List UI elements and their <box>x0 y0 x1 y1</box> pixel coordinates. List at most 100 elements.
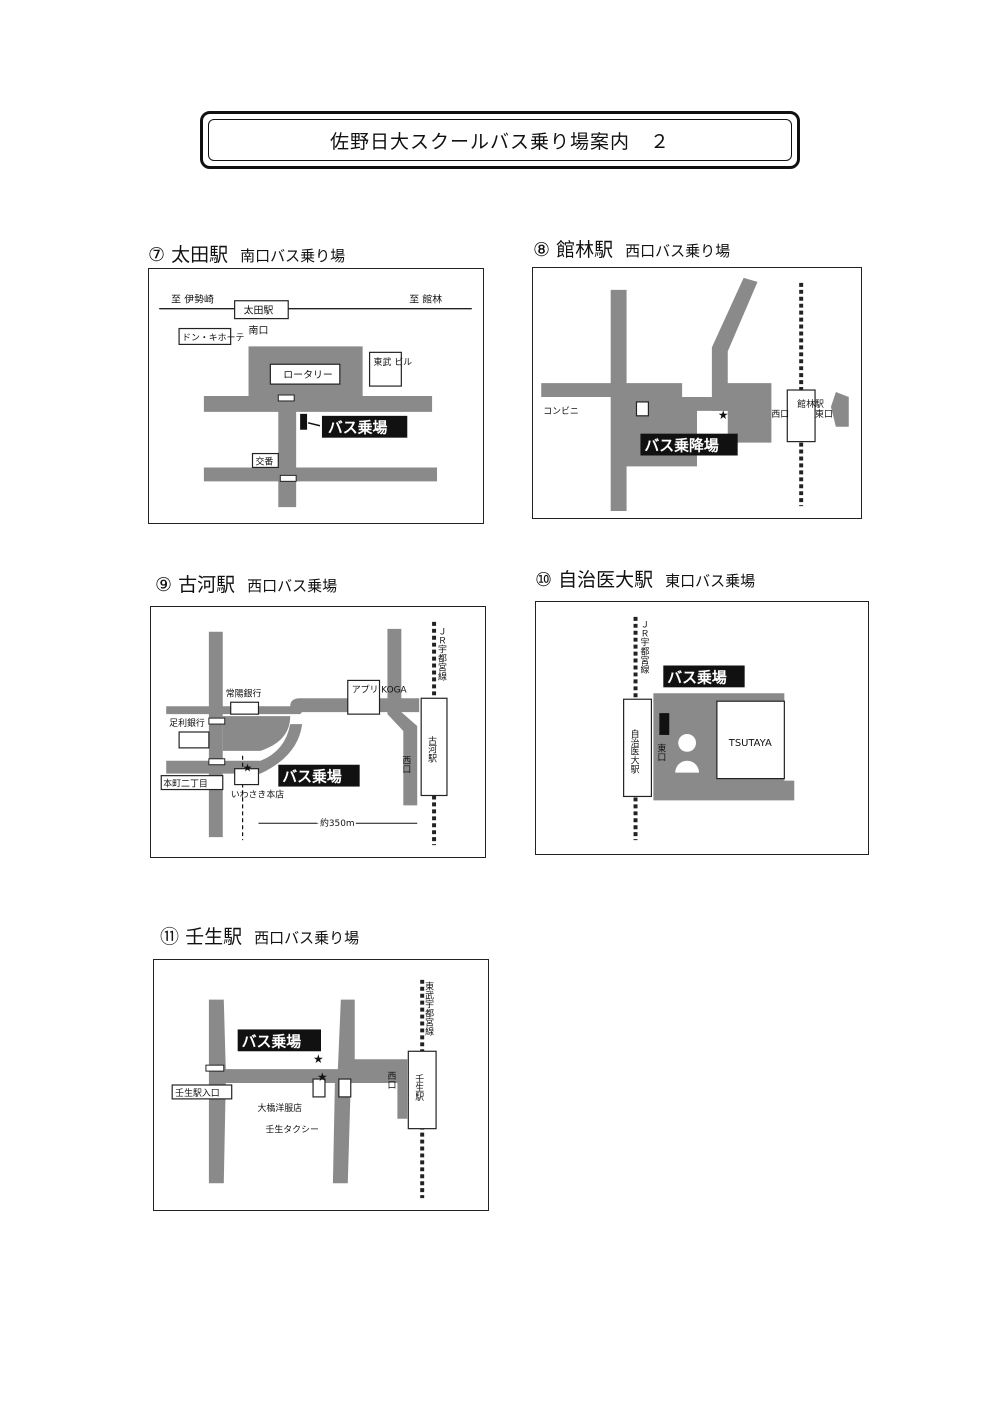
station-box <box>786 389 816 443</box>
bus-label: バス乗降場 <box>644 437 718 455</box>
section-heading-jichi: ⑩ 自治医大駅 東口バス乗場 <box>535 565 755 592</box>
stop-name: 東口バス乗場 <box>665 572 756 590</box>
label-station: 壬生駅 <box>413 1074 423 1102</box>
bus-label: バス乗場 <box>667 668 727 686</box>
map-tatebayashi-drawing: 館林駅 西口 東口 コンビニ ★ バス乗降場 <box>541 277 849 512</box>
signal-icon <box>208 758 226 766</box>
map-jichi-drawing: ＪＲ宇都宮線 自治医大駅 東口 TSUTAYA バス乗場 <box>623 616 795 841</box>
stop-name: 西口バス乗り場 <box>625 242 731 260</box>
label-ohashi: 大橋洋服店 <box>258 1102 303 1114</box>
label-station: 自治医大駅 <box>629 728 639 775</box>
bus-label-bg <box>640 433 738 456</box>
roads <box>203 346 438 508</box>
label-police: 交番 <box>255 455 273 467</box>
bus-label-bg <box>321 415 408 438</box>
label-iwasaki: いわさき本店 <box>231 788 285 800</box>
map-koga-drawing: ＪＲ宇都宮線 古河駅 西口 常陽銀行 足利銀行 アプリ KOGA 本町二丁目 い… <box>160 621 448 846</box>
section-number: ⑪ <box>160 926 180 948</box>
bus-label: バス乗場 <box>242 1032 302 1050</box>
tsutaya-box <box>716 700 785 780</box>
bus-stop-marker <box>659 713 670 735</box>
roads <box>208 999 408 1184</box>
entrance-box <box>171 1084 233 1100</box>
label-west-exit: 西口 <box>400 756 410 774</box>
star-icon: ★ <box>243 762 253 775</box>
map-ota: 至 伊勢崎 至 館林 太田駅 南口 ドン・キホーテ ロータリー 東武 ビル バス… <box>148 268 484 524</box>
label-station: 古河駅 <box>426 735 436 764</box>
label-entrance: 壬生駅入口 <box>175 1087 220 1099</box>
station-name: 太田駅 <box>171 244 229 266</box>
station-name: 古河駅 <box>178 574 236 596</box>
station-box <box>420 697 448 797</box>
label-rail: ＪＲ宇都宮線 <box>638 620 648 674</box>
map-ota-drawing: 至 伊勢崎 至 館林 太田駅 南口 ドン・キホーテ ロータリー 東武 ビル バス… <box>159 293 472 508</box>
label-south-exit: 南口 <box>249 323 269 336</box>
roads <box>711 277 772 443</box>
stop-name: 西口バス乗場 <box>247 577 338 595</box>
roads <box>387 628 418 806</box>
police-box <box>251 452 279 469</box>
title-frame: 佐野日大スクールバス乗り場案内 ２ <box>200 111 800 169</box>
station-name: 館林駅 <box>556 239 614 261</box>
section-heading-koga: ⑨ 古河駅 西口バス乗場 <box>155 570 337 597</box>
roundabout <box>678 733 697 752</box>
label-appri: アプリ KOGA <box>352 684 408 695</box>
section-number: ⑩ <box>535 569 553 591</box>
label-to-tatebayashi: 至 館林 <box>409 293 442 306</box>
bus-label: バス乗場 <box>328 419 388 437</box>
signal-icon <box>279 474 297 482</box>
map-koga: ＪＲ宇都宮線 古河駅 西口 常陽銀行 足利銀行 アプリ KOGA 本町二丁目 い… <box>150 606 486 858</box>
iwasaki-box <box>234 768 260 786</box>
tobu-building <box>368 351 402 387</box>
label-east-exit: 東口 <box>815 408 833 420</box>
rotary-box <box>269 363 341 385</box>
label-joyo: 常陽銀行 <box>226 687 262 699</box>
label-taxi: 壬生タクシー <box>265 1124 318 1136</box>
section-heading-ota: ⑦ 太田駅 南口バス乗り場 <box>148 240 345 267</box>
ashikaga-box <box>178 731 210 749</box>
map-mibu-drawing: 東武宇都宮線 壬生駅 西口 壬生駅入口 大橋洋服店 壬生タクシー ★ ★ バス乗… <box>171 979 437 1199</box>
signal-icon <box>208 717 226 725</box>
ohashi-box <box>312 1078 326 1098</box>
bus-label-bg <box>278 764 360 787</box>
bus-label-bg <box>663 665 745 688</box>
map-tatebayashi: 館林駅 西口 東口 コンビニ ★ バス乗降場 <box>532 267 862 519</box>
signal-icon <box>277 394 295 402</box>
label-rail: ＪＲ宇都宮線 <box>436 627 446 681</box>
label-rail: 東武宇都宮線 <box>423 981 433 1036</box>
bus-label-bg <box>237 1029 321 1052</box>
label-tobu: 東武 ビル <box>374 356 413 368</box>
pointer-line <box>307 422 321 427</box>
label-station: 館林駅 <box>797 398 824 410</box>
section-number: ⑦ <box>148 244 166 266</box>
star-icon: ★ <box>718 408 729 422</box>
road-curve <box>222 716 291 751</box>
stop-name: 南口バス乗り場 <box>240 247 346 265</box>
taxi-box <box>338 1078 352 1098</box>
appri-box <box>347 679 381 715</box>
bus-stop-marker <box>300 413 308 430</box>
map-jichi: ＪＲ宇都宮線 自治医大駅 東口 TSUTAYA バス乗場 <box>535 601 869 855</box>
section-number: ⑨ <box>155 574 173 596</box>
label-to-isesaki: 至 伊勢崎 <box>171 293 214 306</box>
label-donki: ドン・キホーテ <box>182 332 244 343</box>
map-mibu: 東武宇都宮線 壬生駅 西口 壬生駅入口 大橋洋服店 壬生タクシー ★ ★ バス乗… <box>153 959 489 1211</box>
label-conv: コンビニ <box>543 406 579 417</box>
east-road <box>830 392 849 427</box>
label-tsutaya: TSUTAYA <box>728 738 772 749</box>
page-title: 佐野日大スクールバス乗り場案内 ２ <box>208 119 792 161</box>
section-number: ⑧ <box>533 239 551 261</box>
label-distance: 約350m <box>320 817 355 829</box>
label-station: 太田駅 <box>244 304 274 317</box>
signal-icon <box>205 1064 225 1072</box>
station-box <box>623 698 652 798</box>
bus-label: バス乗場 <box>282 768 342 786</box>
star-icon: ★ <box>313 1052 324 1066</box>
stop-name: 西口バス乗り場 <box>254 929 360 947</box>
label-ashikaga: 足利銀行 <box>169 717 205 729</box>
honmachi-box <box>160 775 224 791</box>
section-heading-mibu: ⑪ 壬生駅 西口バス乗り場 <box>160 922 359 949</box>
label-west-exit: 西口 <box>771 409 789 420</box>
station-box <box>407 1050 437 1130</box>
donki-box <box>178 327 232 346</box>
